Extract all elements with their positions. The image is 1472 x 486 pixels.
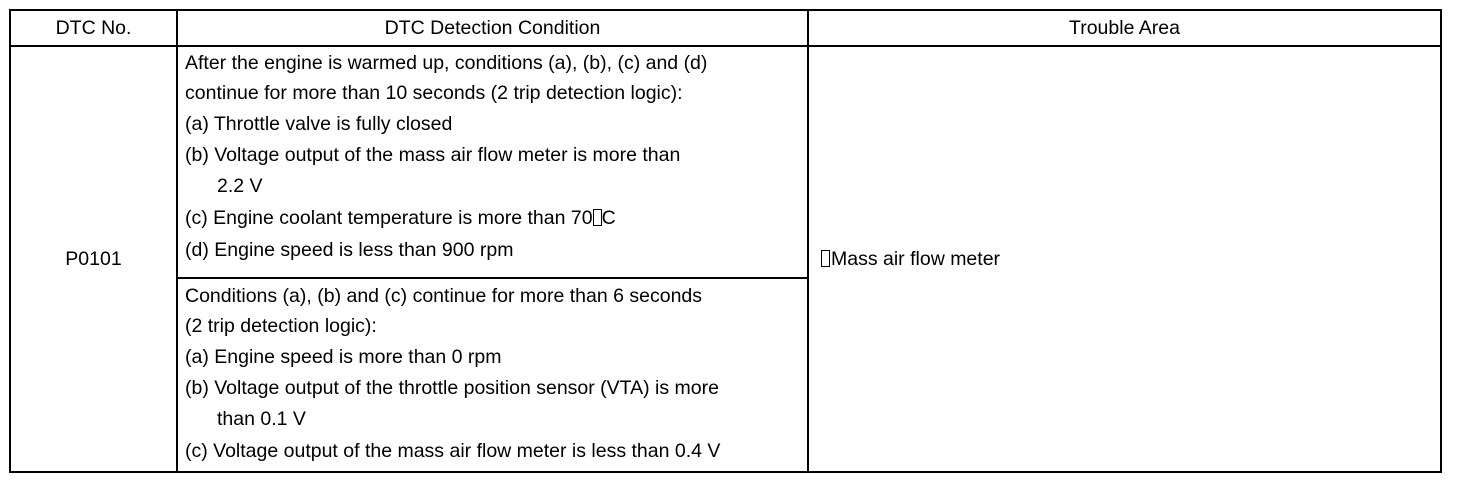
condition-2-item-b-line-2: than 0.1 V	[217, 408, 306, 430]
degree-symbol-box-icon	[592, 209, 602, 226]
detection-condition-2: Conditions (a), (b) and (c) continue for…	[185, 279, 807, 467]
condition-1-item-b-line-1: (b) Voltage output of the mass air flow …	[185, 144, 681, 166]
condition-2-item-b-line-1: (b) Voltage output of the throttle posit…	[185, 377, 719, 399]
dtc-number-cell: P0101	[9, 45, 178, 473]
header-detection-condition: DTC Detection Condition	[176, 9, 809, 47]
detection-condition-1-cell: After the engine is warmed up, condition…	[176, 45, 809, 279]
detection-condition-1: After the engine is warmed up, condition…	[185, 47, 807, 266]
trouble-area-cell: Mass air flow meter	[807, 45, 1442, 473]
table-row: Conditions (a), (b) and (c) continue for…	[10, 277, 1441, 473]
detection-condition-2-cell: Conditions (a), (b) and (c) continue for…	[176, 277, 809, 473]
condition-1-item-b-line-2: 2.2 V	[217, 175, 263, 197]
bullet-box-icon	[821, 249, 830, 267]
condition-1-item-a: (a) Throttle valve is fully closed	[185, 113, 453, 135]
condition-1-item-d: (d) Engine speed is less than 900 rpm	[185, 239, 514, 261]
dtc-table: DTC No. DTC Detection Condition Trouble …	[9, 9, 1442, 473]
condition-1-item-c-prefix: (c) Engine coolant temperature is more t…	[185, 207, 593, 229]
condition-2-item-a: (a) Engine speed is more than 0 rpm	[185, 346, 502, 368]
condition-2-intro-line-2: (2 trip detection logic):	[185, 315, 377, 337]
table-row: P0101 After the engine is warmed up, con…	[9, 45, 1442, 473]
header-row: DTC No. DTC Detection Condition Trouble …	[9, 9, 1442, 47]
condition-2-item-c: (c) Voltage output of the mass air flow …	[185, 440, 721, 462]
condition-2-intro-line-1: Conditions (a), (b) and (c) continue for…	[185, 285, 703, 307]
trouble-area-text: Mass air flow meter	[831, 247, 1001, 270]
header-dtc-no: DTC No.	[9, 9, 178, 47]
header-trouble-area: Trouble Area	[807, 9, 1442, 47]
condition-1-item-c: (c) Engine coolant temperature is more t…	[185, 202, 807, 234]
condition-1-item-c-suffix: C	[601, 207, 616, 229]
condition-1-intro-line-1: After the engine is warmed up, condition…	[185, 52, 708, 74]
condition-1-intro-line-2: continue for more than 10 seconds (2 tri…	[185, 82, 683, 104]
